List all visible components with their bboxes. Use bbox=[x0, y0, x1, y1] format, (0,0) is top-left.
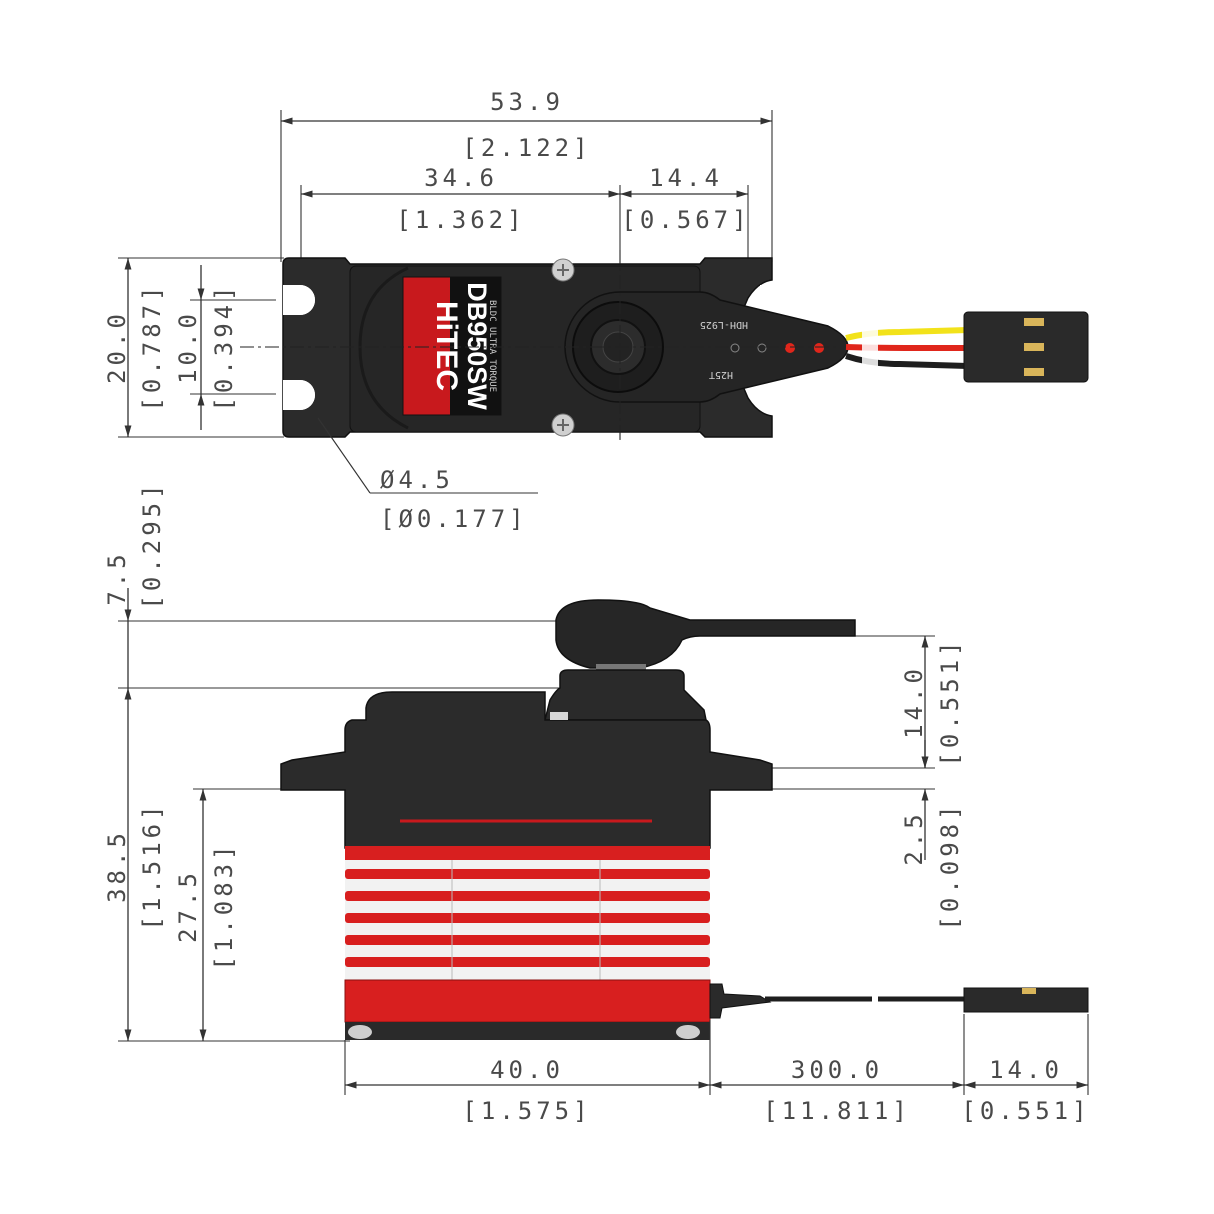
dim-axis-to-tab-in: [0.567] bbox=[621, 206, 750, 234]
dim-flange-thickness-in: [0.098] bbox=[936, 801, 964, 930]
dim-body-height-in: [1.516] bbox=[138, 801, 166, 930]
wire-red bbox=[845, 344, 968, 351]
dim-flange-to-bottom-in: [1.083] bbox=[210, 841, 238, 970]
side-view: 7.5 [0.295] 38.5 [1.516] 27.5 [1.083] 14… bbox=[103, 480, 1090, 1125]
dim-mount-to-axis-mm: 34.6 bbox=[424, 164, 498, 192]
dim-horn-height-mm: 7.5 bbox=[103, 550, 131, 605]
dim-overall-height-mm: 20.0 bbox=[103, 310, 131, 384]
dim-hole-spacing-in: [0.394] bbox=[210, 282, 238, 411]
dim-horn-height-in: [0.295] bbox=[138, 480, 166, 609]
dim-connector-length-in: [0.551] bbox=[961, 1097, 1090, 1125]
dim-wire-length-in: [11.811] bbox=[763, 1097, 911, 1125]
dim-top-to-flange-in: [0.551] bbox=[936, 637, 964, 766]
dim-overall-width-mm: 53.9 bbox=[490, 88, 564, 116]
dim-hole-spacing-mm: 10.0 bbox=[174, 310, 202, 384]
dim-overall-width-in: [2.122] bbox=[462, 134, 591, 162]
dim-mount-to-axis-in: [1.362] bbox=[396, 206, 525, 234]
screw-heads bbox=[551, 258, 575, 437]
servo-horn-side bbox=[555, 599, 856, 669]
dim-hole-diameter-mm: Ø4.5 bbox=[380, 466, 454, 494]
dim-overall-height-in: [0.787] bbox=[138, 282, 166, 411]
dim-flange-to-bottom-mm: 27.5 bbox=[174, 869, 202, 943]
horn-code-bottom: HDH-L925 bbox=[700, 319, 748, 330]
heatsink-case bbox=[344, 846, 711, 1040]
dim-connector-length-mm: 14.0 bbox=[989, 1056, 1063, 1084]
dim-top-to-flange-mm: 14.0 bbox=[900, 665, 928, 739]
brand-logo-text: HiTEC bbox=[430, 301, 463, 391]
dim-axis-to-tab-mm: 14.4 bbox=[649, 164, 723, 192]
model-name: DB950SW bbox=[462, 282, 492, 410]
dim-body-height-mm: 38.5 bbox=[103, 829, 131, 903]
dim-wire-length-mm: 300.0 bbox=[791, 1056, 883, 1084]
cable-strain-relief bbox=[709, 983, 772, 1019]
servo-upper-body bbox=[280, 691, 773, 849]
horn-code-top: H25T bbox=[709, 369, 733, 380]
dim-hole-diameter-in: [Ø0.177] bbox=[380, 505, 528, 533]
mount-holes bbox=[283, 285, 774, 410]
model-tagline: BLDC ULTRA TORQUE bbox=[487, 300, 497, 392]
dim-body-width-mm: 40.0 bbox=[490, 1056, 564, 1084]
top-view: 53.9 [2.122] 34.6 [1.362] 14.4 [0.567] 2… bbox=[103, 88, 1089, 533]
dim-flange-thickness-mm: 2.5 bbox=[900, 810, 928, 865]
servo-top-cap bbox=[544, 669, 707, 721]
dim-body-width-in: [1.575] bbox=[462, 1097, 591, 1125]
